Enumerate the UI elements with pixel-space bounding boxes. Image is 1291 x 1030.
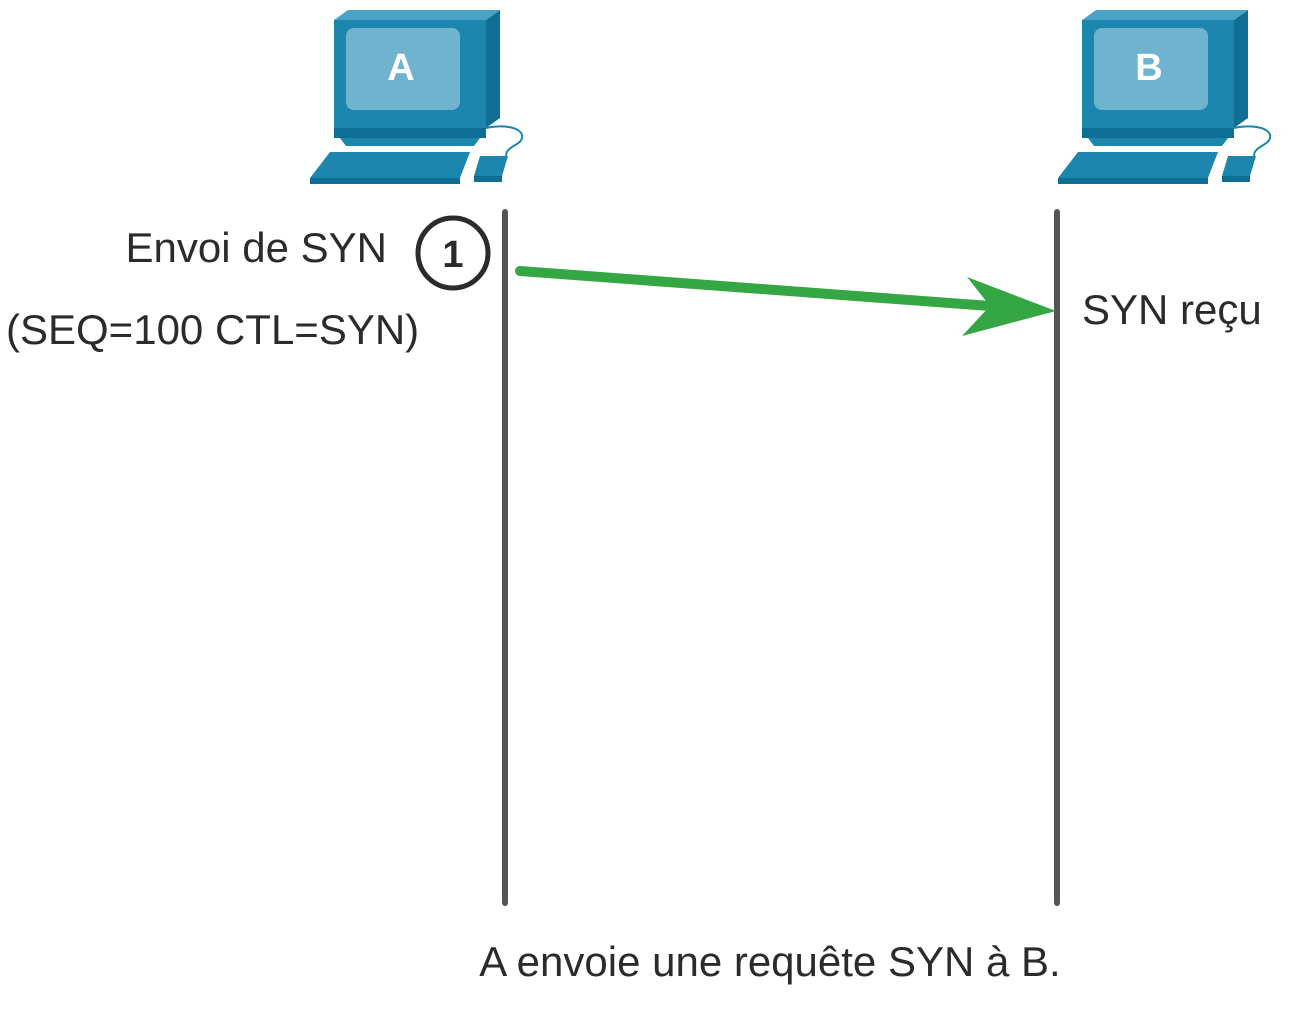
host-b-computer-icon: B xyxy=(1058,10,1272,184)
step-number-badge: 1 xyxy=(415,215,491,291)
host-a-label: A xyxy=(387,47,414,89)
host-b-label: B xyxy=(1135,47,1162,89)
host-a-computer-icon: A xyxy=(310,10,524,184)
step-action-label: Envoi de SYN xyxy=(125,224,387,271)
syn-arrow xyxy=(515,266,1056,336)
step-received-label: SYN reçu xyxy=(1082,286,1262,333)
step-number: 1 xyxy=(442,234,463,276)
step-params-label: (SEQ=100 CTL=SYN) xyxy=(6,306,420,353)
diagram-caption: A envoie une requête SYN à B. xyxy=(479,938,1061,985)
